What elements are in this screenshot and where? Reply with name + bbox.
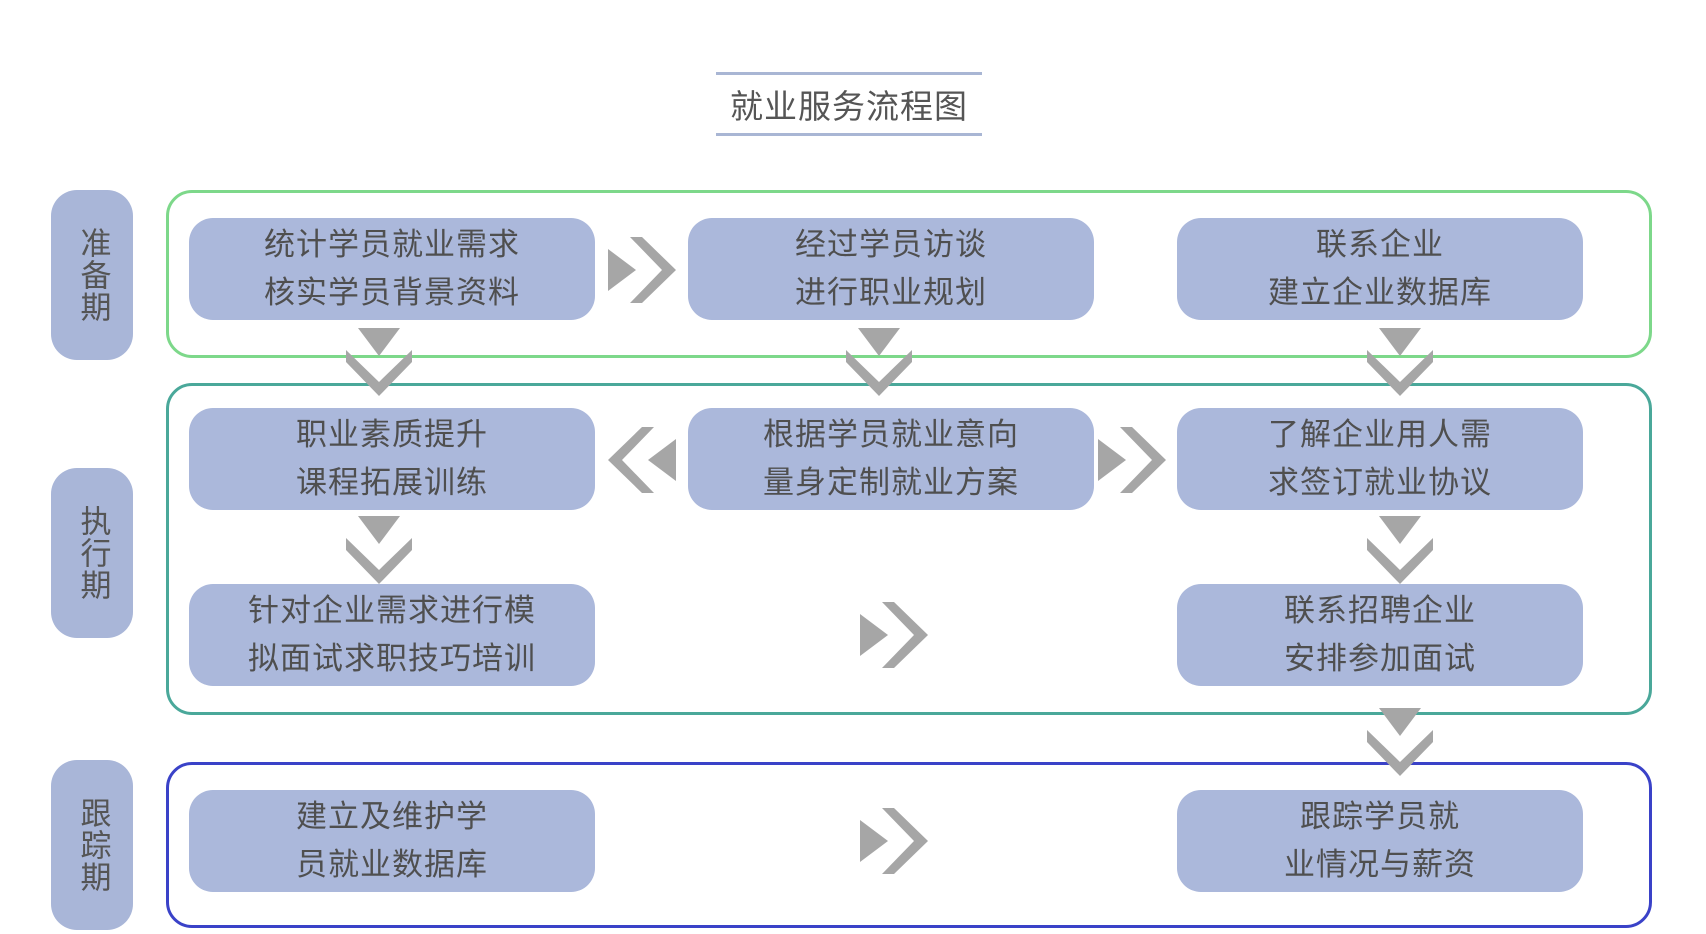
step-text-line: 核实学员背景资料: [264, 275, 520, 311]
stage-prepare: 准备期: [51, 190, 133, 360]
diagram-title: 就业服务流程图: [716, 72, 982, 136]
arrow-down-icon: [346, 328, 412, 396]
step-box: 联系企业 建立企业数据库: [1177, 218, 1583, 320]
step-text-line: 业情况与薪资: [1284, 847, 1476, 883]
arrow-right-icon: [860, 808, 928, 874]
step-box: 联系招聘企业 安排参加面试: [1177, 584, 1583, 686]
stage-execute-label: 执行期: [74, 505, 111, 601]
step-text-line: 建立及维护学: [296, 799, 488, 835]
step-text-line: 联系企业: [1316, 227, 1444, 263]
step-box: 针对企业需求进行模 拟面试求职技巧培训: [189, 584, 595, 686]
arrow-right-icon: [1098, 427, 1166, 493]
step-text-line: 跟踪学员就: [1300, 799, 1460, 835]
step-box: 根据学员就业意向 量身定制就业方案: [688, 408, 1094, 510]
panel-execute: [166, 383, 1652, 715]
step-text-line: 员就业数据库: [296, 847, 488, 883]
step-text-line: 针对企业需求进行模: [248, 593, 536, 629]
step-text-line: 课程拓展训练: [296, 465, 488, 501]
arrow-down-icon: [846, 328, 912, 396]
panel-track: [166, 762, 1652, 928]
arrow-right-icon: [860, 602, 928, 668]
step-box: 经过学员访谈 进行职业规划: [688, 218, 1094, 320]
step-text-line: 经过学员访谈: [795, 227, 987, 263]
arrow-left-icon: [608, 427, 676, 493]
step-box: 统计学员就业需求 核实学员背景资料: [189, 218, 595, 320]
step-text-line: 职业素质提升: [296, 417, 488, 453]
step-text-line: 安排参加面试: [1284, 641, 1476, 677]
arrow-down-icon: [346, 516, 412, 584]
stage-execute: 执行期: [51, 468, 133, 638]
step-box: 跟踪学员就 业情况与薪资: [1177, 790, 1583, 892]
step-text-line: 量身定制就业方案: [763, 465, 1019, 501]
step-text-line: 根据学员就业意向: [763, 417, 1019, 453]
arrow-down-icon: [1367, 328, 1433, 396]
stage-track-label: 跟踪期: [74, 797, 111, 893]
step-text-line: 求签订就业协议: [1268, 465, 1492, 501]
step-text-line: 联系招聘企业: [1284, 593, 1476, 629]
step-box: 建立及维护学 员就业数据库: [189, 790, 595, 892]
step-box: 了解企业用人需 求签订就业协议: [1177, 408, 1583, 510]
step-text-line: 建立企业数据库: [1268, 275, 1492, 311]
step-text-line: 了解企业用人需: [1268, 417, 1492, 453]
stage-track: 跟踪期: [51, 760, 133, 930]
arrow-right-icon: [608, 237, 676, 303]
diagram-title-text: 就业服务流程图: [730, 87, 968, 126]
arrow-down-icon: [1367, 708, 1433, 776]
stage-prepare-label: 准备期: [74, 227, 111, 323]
step-text-line: 进行职业规划: [795, 275, 987, 311]
step-text-line: 统计学员就业需求: [264, 227, 520, 263]
step-text-line: 拟面试求职技巧培训: [248, 641, 536, 677]
arrow-down-icon: [1367, 516, 1433, 584]
step-box: 职业素质提升 课程拓展训练: [189, 408, 595, 510]
